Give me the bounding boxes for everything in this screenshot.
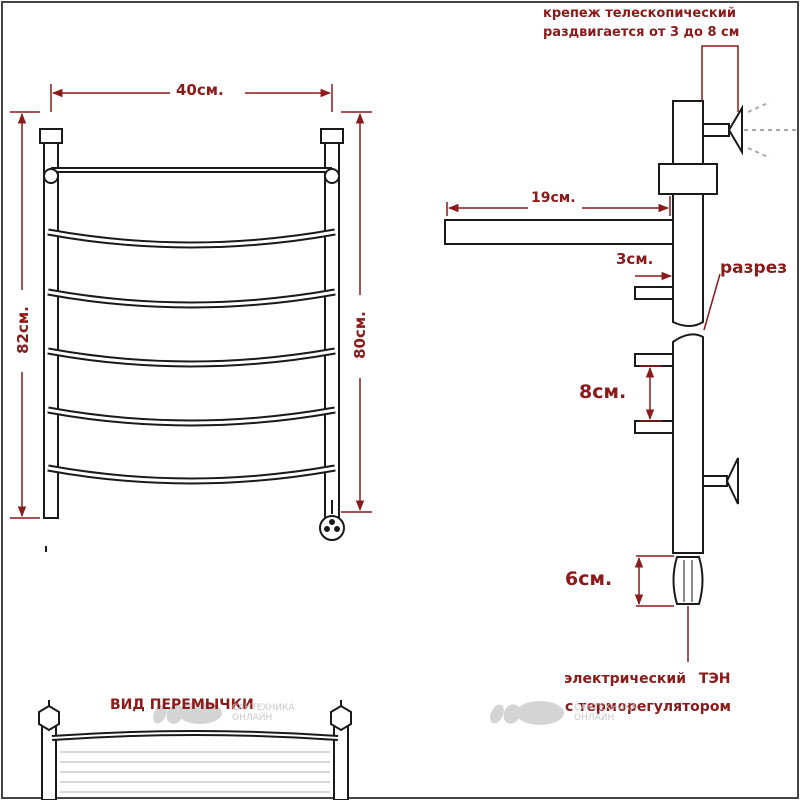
bridge-right-nut bbox=[330, 704, 352, 732]
bridge-left-nut bbox=[38, 704, 60, 732]
left-post bbox=[43, 132, 59, 519]
watermark-text: САНТЕХНИКА ОНЛАЙН bbox=[232, 703, 295, 723]
heater-label-line1: электрический ТЭН bbox=[564, 671, 731, 687]
outer-height-dimension-label: 82см. bbox=[14, 306, 32, 354]
heater-length-label: 6см. bbox=[565, 568, 613, 590]
side-view bbox=[444, 100, 743, 605]
side-rung bbox=[634, 353, 674, 367]
inner-height-dimension-label: 80см. bbox=[351, 311, 369, 359]
bridge-view bbox=[38, 700, 352, 800]
shelf-depth-label: 19см. bbox=[531, 190, 576, 206]
bridge-shading bbox=[60, 751, 330, 793]
front-view bbox=[39, 128, 345, 552]
heater-plug-icon bbox=[319, 515, 345, 541]
left-bar-knob bbox=[43, 168, 59, 184]
watermark-text: САНТЕХНИКА ОНЛАЙН bbox=[574, 703, 637, 723]
lower-mount-stem bbox=[702, 475, 728, 487]
side-rung bbox=[634, 420, 674, 434]
mount-note-line1: крепеж телескопический bbox=[543, 6, 736, 21]
upper-wall-cup bbox=[727, 104, 743, 156]
width-dimension-label: 40см. bbox=[176, 81, 224, 99]
bridge-view-title: ВИД ПЕРЕМЫЧКИ bbox=[110, 697, 254, 713]
offset-label: 3см. bbox=[616, 250, 654, 268]
heater-label-line2: с терморегулятором bbox=[565, 699, 731, 715]
watermark-logo-icon bbox=[490, 701, 564, 725]
mount-note-line2: раздвигается от 3 до 8 см bbox=[543, 25, 740, 40]
front-rungs bbox=[47, 228, 336, 485]
side-dimensions bbox=[446, 45, 739, 662]
shelf-bar bbox=[444, 219, 674, 245]
side-post-lower bbox=[672, 333, 704, 554]
right-post bbox=[324, 132, 340, 519]
lower-wall-cup bbox=[725, 457, 739, 505]
side-rung bbox=[634, 286, 674, 300]
left-top-bracket bbox=[39, 128, 63, 144]
cut-label: разрез bbox=[720, 258, 788, 278]
side-post-upper bbox=[672, 100, 704, 327]
watermark-logo-icon bbox=[153, 702, 222, 724]
front-dimensions bbox=[10, 84, 372, 519]
right-bar-knob bbox=[324, 168, 340, 184]
heater-element-icon bbox=[672, 556, 704, 605]
mount-block bbox=[658, 163, 718, 195]
telescopic-extension bbox=[744, 101, 796, 159]
bar-spacing-label: 8см. bbox=[579, 381, 627, 403]
upper-mount-stem bbox=[702, 123, 730, 137]
right-top-bracket bbox=[320, 128, 344, 144]
